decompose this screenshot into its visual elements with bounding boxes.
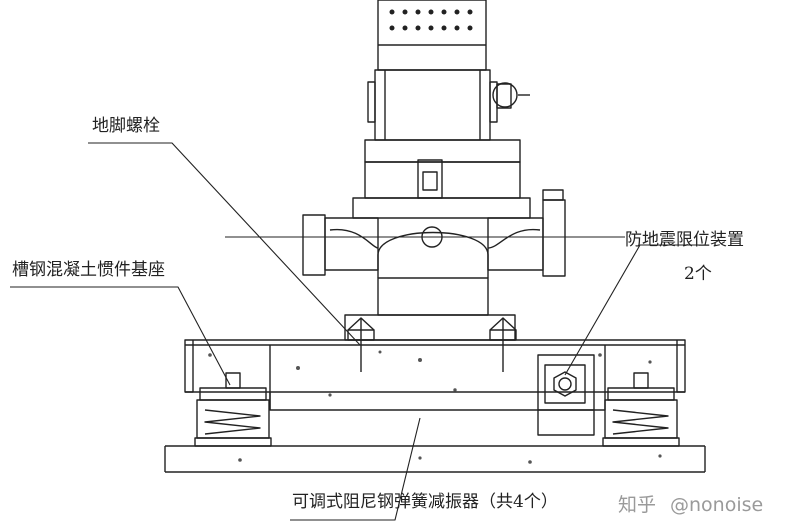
- anchor-bolts: [347, 317, 517, 372]
- damper-label: 可调式阻尼钢弹簧减振器（共4个）: [292, 492, 558, 512]
- zhihu-watermark-user: @nonoise: [670, 494, 764, 516]
- concrete-speckles: [208, 350, 662, 464]
- seismic-limiter-count-label: 2个: [684, 264, 712, 284]
- leader-lines: [10, 142, 700, 521]
- anchor-bolt-label: 地脚螺栓: [92, 116, 160, 136]
- spring-damper-right: [602, 372, 680, 447]
- ground-slab: [164, 445, 706, 473]
- pump: [302, 0, 566, 341]
- channel-base-label: 槽钢混凝土惯件基座: [12, 260, 165, 280]
- seismic-limiter: [537, 354, 595, 436]
- spring-damper-left: [194, 372, 272, 447]
- zhihu-watermark-site: 知乎: [618, 494, 657, 516]
- motor-vents: [389, 9, 473, 31]
- seismic-limiter-label: 防地震限位装置: [625, 230, 744, 250]
